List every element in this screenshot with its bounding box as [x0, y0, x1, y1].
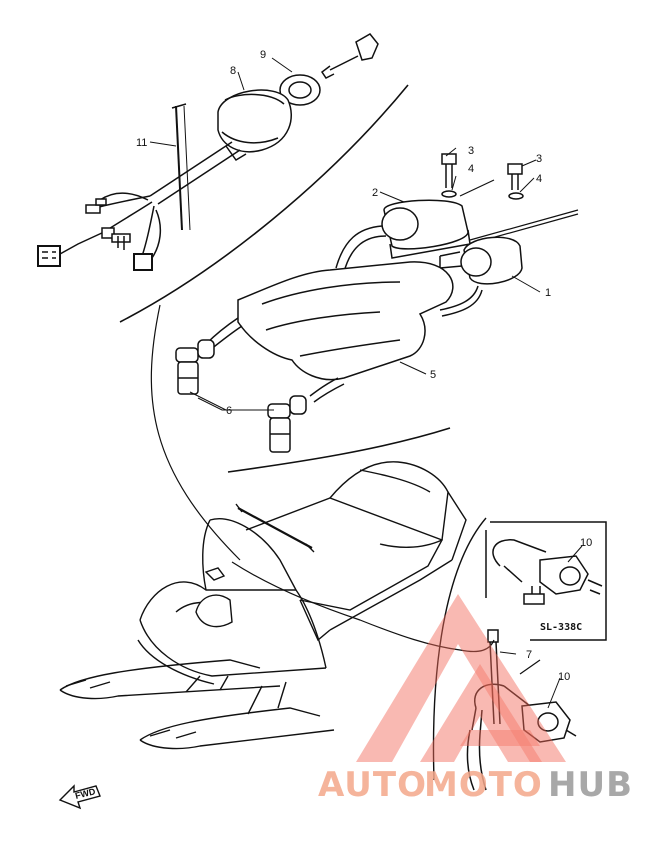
callout-3a: 3 [468, 145, 474, 157]
callout-6: 6 [226, 405, 232, 417]
section-boundaries [119, 84, 487, 781]
callout-9: 9 [260, 49, 266, 61]
watermark-triangle-logo [356, 594, 566, 762]
callout-10a: 10 [580, 537, 592, 549]
callout-2: 2 [372, 187, 378, 199]
automotohub-watermark: AUTO MOTO HUB [318, 594, 633, 805]
callout-8: 8 [230, 65, 236, 77]
callout-4a: 4 [468, 163, 474, 175]
kill-switch-wire [231, 561, 495, 653]
callout-4b: 4 [536, 173, 542, 185]
callout-1: 1 [545, 287, 551, 299]
ignition-coil-assembly [175, 153, 579, 453]
callout-7: 7 [526, 649, 532, 661]
watermark-text-auto: AUTO [318, 765, 427, 805]
callout-3b: 3 [536, 153, 542, 165]
main-switch-assembly [37, 33, 379, 271]
watermark-text-hub: HUB [548, 765, 633, 805]
watermark-text-moto: MOTO [424, 765, 543, 805]
snowmobile-illustration [59, 461, 467, 750]
callout-5: 5 [430, 369, 436, 381]
inset-code-label: SL-338C [540, 622, 582, 633]
forward-arrow-icon: FWD [58, 784, 101, 810]
sl338c-inset [485, 521, 607, 641]
callout-11: 11 [136, 137, 147, 149]
leader-lines [149, 57, 583, 709]
callout-numbers: 1 2 3 3 4 4 5 6 7 8 9 10 10 11 [136, 49, 592, 683]
fwd-label: FWD [74, 786, 97, 801]
callout-10b: 10 [558, 671, 570, 683]
